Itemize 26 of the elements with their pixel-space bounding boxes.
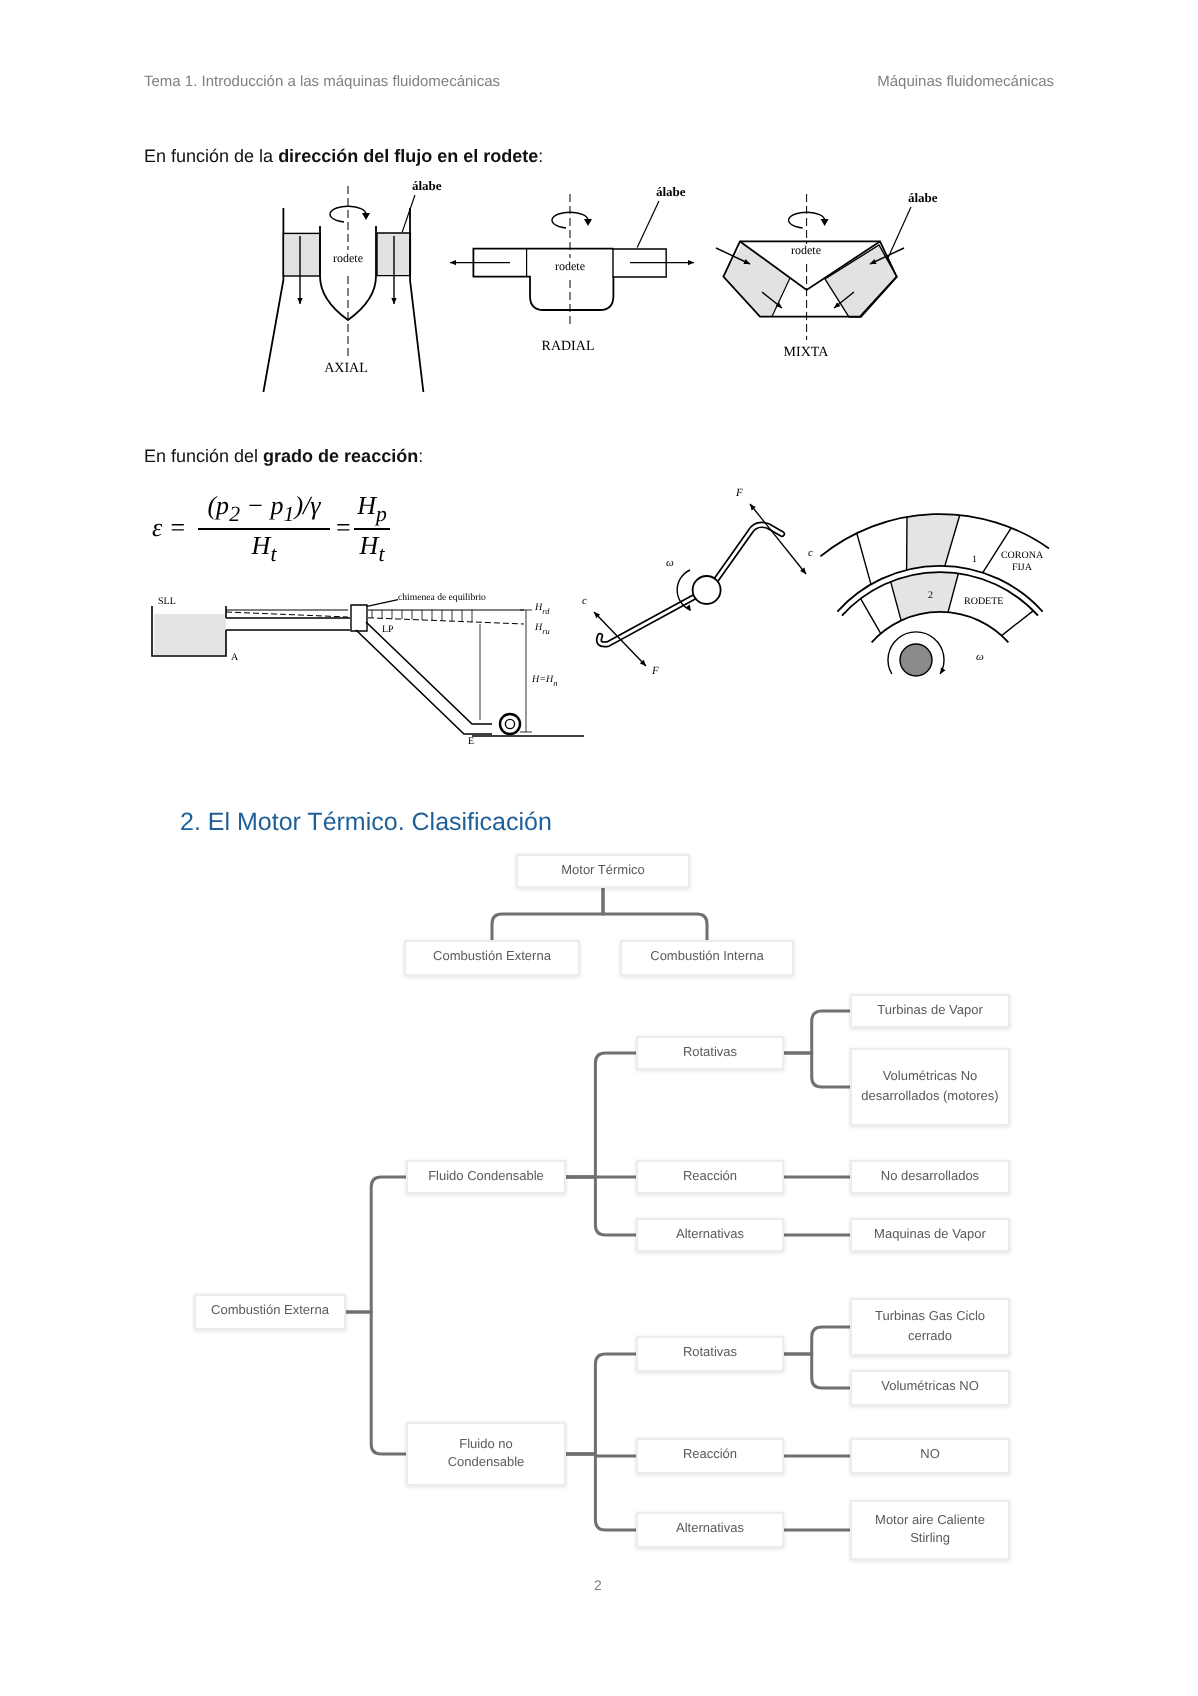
surge-chimney <box>349 603 367 631</box>
impeller-blade <box>612 247 668 278</box>
impeller-blade <box>823 243 897 317</box>
connector-line <box>784 1051 850 1089</box>
connector-line <box>784 1528 850 1532</box>
connector-line <box>784 1454 850 1458</box>
leader-line <box>366 599 399 607</box>
section-heading: 2. El Motor Térmico. Clasificación <box>180 808 552 837</box>
formula-term: ε = <box>152 514 187 540</box>
connector-line <box>784 1352 850 1390</box>
formula-term: H$_{p}$ <box>357 492 387 527</box>
formula-term: = <box>336 514 351 540</box>
connector-line <box>784 1175 850 1179</box>
formula-term: (p$_{2}$ − p$_{1}$)/γ <box>207 492 321 527</box>
leader-line <box>401 194 416 233</box>
section-intro: En función del grado de reacción: <box>144 446 424 467</box>
section-intro: En función de la dirección del flujo en el rodete: <box>144 146 544 167</box>
formula-term: H$_{t}$ <box>359 532 385 567</box>
connector-line <box>346 1310 406 1456</box>
leader-line <box>886 206 912 261</box>
impeller-blade <box>375 232 411 277</box>
leader-line <box>636 200 660 249</box>
connector-line <box>784 1233 850 1237</box>
formula-term: H$_{t}$ <box>251 532 277 567</box>
connector-line <box>566 1175 636 1237</box>
connector-line <box>566 1452 636 1532</box>
